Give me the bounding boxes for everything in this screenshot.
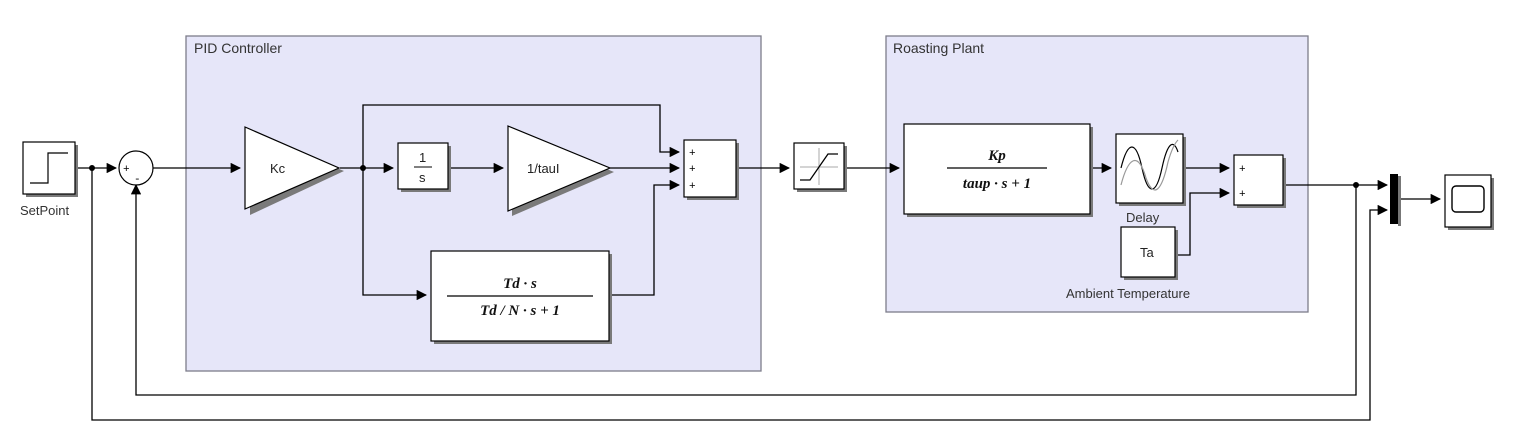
error-sum-sign-minus: - [134, 174, 141, 186]
wire-to-derivative [362, 168, 428, 301]
plant-denominator: taup · s + 1 [963, 176, 1031, 192]
pid-sum-block[interactable]: + + + [683, 139, 739, 200]
derivative-numerator: Td · s [503, 276, 537, 292]
plant-sum-sign-2: + [1239, 189, 1246, 201]
error-sum-sign-plus: + [123, 164, 130, 176]
mux-block[interactable] [1390, 174, 1401, 226]
signal-wires [77, 104, 1442, 421]
kc-gain-block[interactable]: Kc [244, 126, 344, 215]
wire-ambient-to-sum [1175, 187, 1231, 256]
setpoint-step-block[interactable]: SetPoint [20, 141, 78, 218]
transport-delay-block[interactable]: Delay [1115, 133, 1186, 225]
plant-transfer-function-block[interactable]: Kp taup · s + 1 [903, 123, 1093, 217]
integrator-block[interactable]: 1 s [397, 142, 451, 192]
wire-setpoint-to-mux [91, 168, 1389, 421]
ambient-temperature-block[interactable]: Ta Ambient Temperature [1066, 226, 1190, 301]
pid-sum-sign-1: + [689, 148, 696, 160]
plant-numerator: Kp [987, 148, 1006, 164]
delay-shifted-wave-icon [1120, 139, 1179, 191]
delay-wave-icon [1120, 143, 1179, 190]
inverse-taui-text: 1/tauI [527, 161, 560, 176]
setpoint-label: SetPoint [20, 203, 70, 218]
inverse-taui-gain-block[interactable]: 1/tauI [507, 125, 614, 216]
wire-proportional-path [362, 104, 681, 168]
ambient-temperature-text: Ta [1140, 245, 1155, 260]
error-sum-block[interactable]: + - [118, 150, 154, 186]
pid-sum-sign-3: + [689, 181, 696, 193]
plant-sum-sign-1: + [1239, 164, 1246, 176]
saturation-curve-icon [800, 153, 838, 181]
roasting-plant-title: Roasting Plant [893, 40, 984, 56]
derivative-denominator: Td / N · s + 1 [480, 303, 560, 319]
pid-controller-title: PID Controller [194, 40, 282, 56]
wire-derivative-to-sum [609, 179, 681, 296]
delay-label: Delay [1126, 210, 1160, 225]
kc-gain-text: Kc [270, 161, 286, 176]
integrator-denominator: s [419, 170, 426, 185]
plant-sum-block[interactable]: + + [1233, 154, 1286, 208]
ambient-temperature-label: Ambient Temperature [1066, 286, 1190, 301]
pid-sum-sign-2: + [689, 164, 696, 176]
wire-feedback [130, 183, 1357, 396]
scope-screen-icon [1451, 185, 1485, 213]
step-icon [30, 152, 68, 184]
saturation-block[interactable] [793, 142, 847, 192]
scope-block[interactable] [1444, 174, 1494, 230]
integrator-numerator: 1 [419, 150, 426, 165]
derivative-filter-block[interactable]: Td · s Td / N · s + 1 [430, 250, 612, 344]
